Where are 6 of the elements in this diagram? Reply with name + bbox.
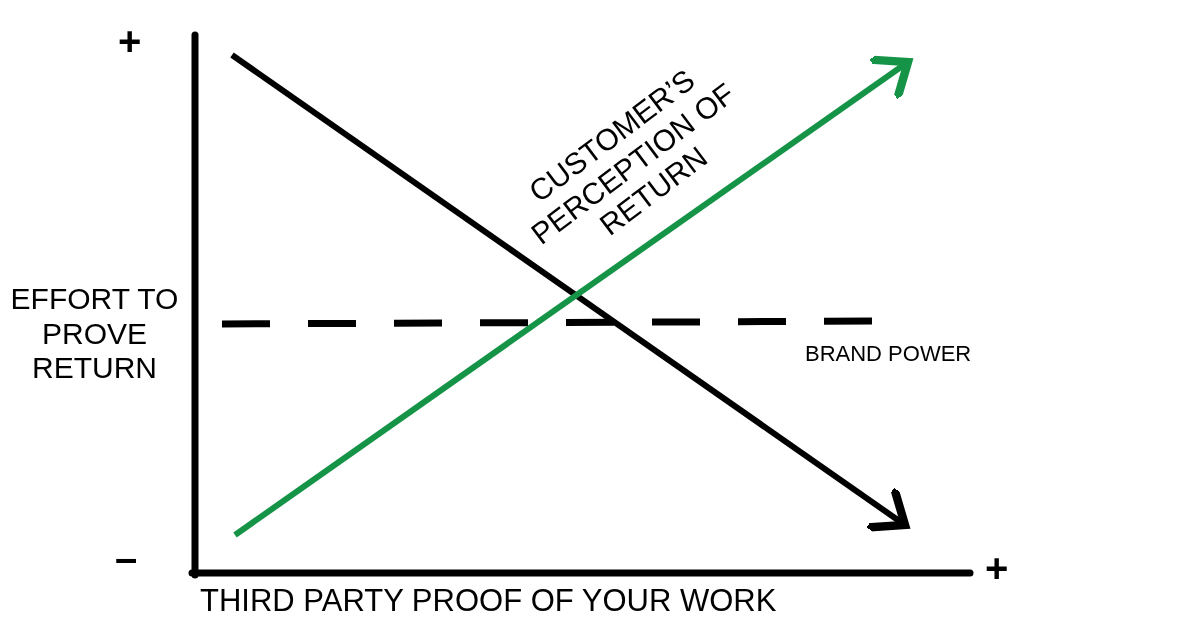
axis-label: EFFORT TO PROVE RETURN — [9, 282, 180, 386]
line-label: BRAND POWER — [805, 341, 973, 367]
plus-sign: + — [985, 545, 1010, 591]
axis-label: THIRD PARTY PROOF OF YOUR WORK — [200, 583, 778, 619]
minus-sign: – — [115, 535, 139, 581]
plus-sign: + — [118, 18, 143, 64]
